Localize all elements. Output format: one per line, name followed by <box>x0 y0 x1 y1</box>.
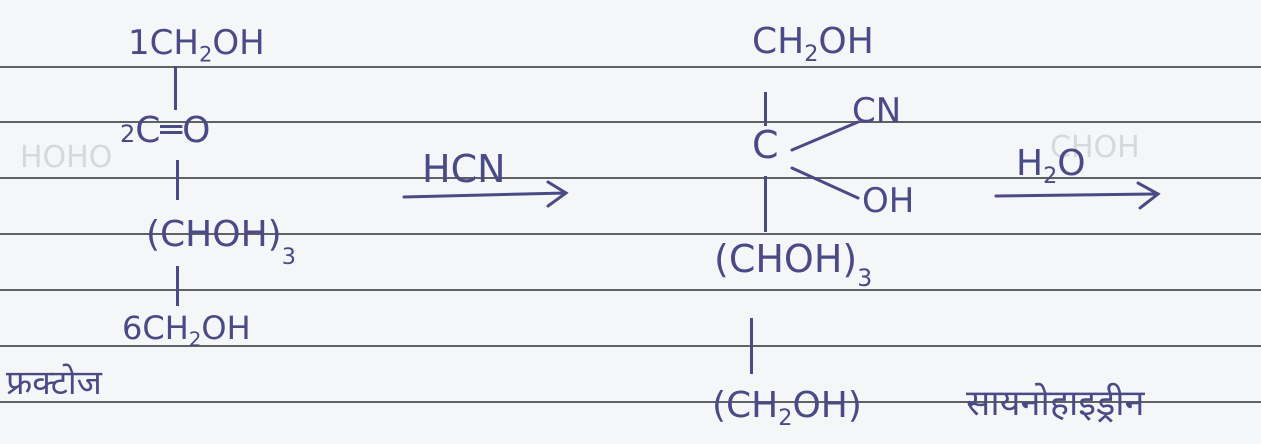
reactant-c2: 2C═O <box>120 110 211 151</box>
ruled-line <box>0 121 1261 123</box>
ruled-line <box>0 177 1261 179</box>
product-bottom: (CH2OH) <box>712 385 862 431</box>
product-center-carbon: C <box>752 123 779 167</box>
reaction-arrow-1 <box>402 180 569 208</box>
reaction-arrow-2 <box>994 181 1161 210</box>
product-chain: (CHOH)3 <box>714 237 873 293</box>
reactant-chain: (CHOH)3 <box>146 214 296 270</box>
bond-line <box>174 66 177 110</box>
reagent-hcn: HCN <box>422 147 506 191</box>
bond-line <box>750 318 753 374</box>
bond-to-oh <box>790 166 860 200</box>
ruled-line <box>0 233 1261 235</box>
reagent-water: H2O <box>1016 143 1086 189</box>
reactant-c1: 1CH2OH <box>128 23 265 67</box>
ruled-line <box>0 289 1261 291</box>
reactant-c6: 6CH2OH <box>122 309 251 351</box>
product-oh: OH <box>862 181 915 221</box>
ruled-line <box>0 345 1261 347</box>
product-top: CH2OH <box>752 21 874 67</box>
bleed-through-mark: HOHO <box>20 140 113 175</box>
bleed-through-mark: CHOH <box>1050 130 1140 165</box>
product-cn: CN <box>852 91 902 131</box>
reactant-name: फ्रक्टोज <box>6 363 102 403</box>
bond-line <box>176 266 179 306</box>
bond-to-cn <box>790 120 860 152</box>
bond-line <box>176 160 179 200</box>
bond-line <box>764 92 767 126</box>
product-name: सायनोहाइड्रीन <box>966 383 1145 424</box>
ruled-line <box>0 401 1261 403</box>
ruled-line <box>0 66 1261 68</box>
bond-line <box>764 176 767 232</box>
